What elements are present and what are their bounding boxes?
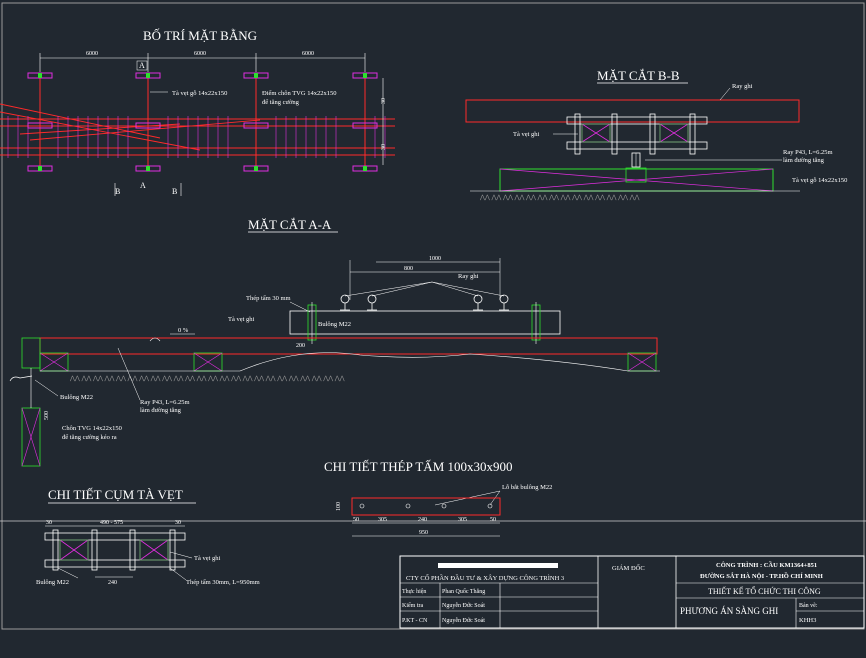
- cluster-label-bolt: Bulông M22: [36, 579, 69, 586]
- plan-marker-b-right: B: [172, 187, 177, 196]
- cluster-detail: CHI TIẾT CỤM TÀ VẸT 30 490 - 575 30 Tà v…: [36, 487, 260, 586]
- plate-dim-1: 50: [353, 517, 359, 523]
- tb-method: PHƯƠNG ÁN SÀNG GHI: [680, 606, 778, 616]
- plate-label-hole: Lỗ bắt bulông M22: [502, 484, 552, 491]
- plan-dim-2: 6000: [194, 51, 206, 57]
- aa-label-p43-1: Ray P43, L=6.25m: [140, 399, 190, 406]
- tb-project-2: ĐƯỜNG SẮT HÀ NỘI - TP.HỒ CHÍ MINH: [700, 572, 823, 580]
- aa-label-embed-2: để tăng cường kéo ra: [62, 434, 117, 441]
- plan-dim-1: 6000: [86, 51, 98, 57]
- bb-label-sleeper: Tà vẹt ghi: [513, 131, 540, 138]
- tb-company: CTY CỔ PHẦN ĐẦU TƯ & XÂY DỰNG CÔNG TRÌNH…: [406, 574, 564, 582]
- aa-dim-200: 200: [296, 343, 305, 349]
- tb-name-2: Nguyễn Đức Soát: [442, 602, 485, 609]
- plan-label-embed-1: Điểm chôn TVG 14x22x150: [262, 90, 336, 97]
- tb-design: THIẾT KẾ TỔ CHỨC THI CÔNG: [708, 586, 821, 596]
- section-bb: MẶT CẮT B-B Ray ghi Tà vẹt ghi ⋀⋀: [465, 68, 847, 201]
- plan-dim-3: 6000: [302, 51, 314, 57]
- plan-side-dim-2: 30: [381, 144, 387, 150]
- aa-label-bolt2: Bulông M22: [60, 394, 93, 401]
- bb-label-rail: Ray ghi: [732, 83, 753, 90]
- plate-dim-5: 50: [490, 517, 496, 523]
- tb-name-1: Phan Quốc Thắng: [442, 588, 485, 595]
- aa-label-slope: 0 %: [178, 327, 189, 334]
- aa-label-bolt: Bulông M22: [318, 321, 351, 328]
- tb-sheet-label: Bản vẽ:: [799, 603, 818, 609]
- section-aa: MẶT CẮT A-A 1000 800 Ray ghi Thép tấm 30…: [9, 217, 660, 467]
- plate-total: 950: [419, 530, 428, 536]
- title-block: CTY CỔ PHẦN ĐẦU TƯ & XÂY DỰNG CÔNG TRÌNH…: [399, 555, 865, 629]
- plan-label-sleeper: Tà vẹt gỗ 14x22x150: [172, 90, 227, 97]
- plate-height: 100: [336, 502, 342, 511]
- title-cluster-detail: CHI TIẾT CỤM TÀ VẸT: [48, 487, 183, 502]
- bb-label-tv: Tà vẹt gỗ 14x22x150: [792, 177, 847, 184]
- cluster-dim-1: 30: [46, 520, 52, 526]
- svg-text:⋀⋀ ⋀⋀ ⋀⋀ ⋀⋀ ⋀⋀ ⋀⋀ ⋀: ⋀⋀ ⋀⋀ ⋀⋀ ⋀⋀ ⋀⋀ ⋀⋀ ⋀⋀ ⋀⋀ ⋀⋀ ⋀⋀ ⋀⋀ ⋀⋀ ⋀⋀ ⋀…: [479, 194, 640, 201]
- aa-label-plate: Thép tấm 30 mm: [246, 295, 291, 302]
- plan-side-dim-1: 30: [381, 98, 387, 104]
- title-section-aa: MẶT CẮT A-A: [248, 217, 332, 232]
- cluster-label-plate: Thép tấm 30mm, L=950mm: [186, 579, 260, 586]
- cluster-dim-2: 490 - 575: [100, 520, 123, 526]
- title-plan: BỐ TRÍ MẶT BẰNG: [143, 28, 257, 43]
- title-section-bb: MẶT CẮT B-B: [597, 68, 680, 83]
- aa-dim-side: 500: [44, 411, 50, 420]
- logo-placeholder: [438, 563, 558, 568]
- plan-marker-a-bottom: A: [140, 181, 146, 190]
- svg-text:⋀⋀ ⋀⋀ ⋀⋀ ⋀⋀ ⋀⋀ ⋀⋀: ⋀⋀ ⋀⋀ ⋀⋀ ⋀⋀ ⋀⋀ ⋀⋀ ⋀⋀ ⋀⋀ ⋀⋀ ⋀⋀ ⋀⋀ ⋀⋀ ⋀⋀ ⋀…: [69, 375, 345, 382]
- cluster-dim-240: 240: [108, 580, 117, 586]
- cluster-dim-3: 30: [175, 520, 181, 526]
- tb-director: GIÁM ĐỐC: [612, 564, 645, 572]
- bb-label-p43-1: Ray P43, L=6.25m: [783, 149, 833, 156]
- tb-role-3: P.KT - CN: [402, 618, 428, 624]
- plan-view: BỐ TRÍ MẶT BẰNG 6000 6000 6000: [0, 28, 395, 196]
- plan-marker-b-left: B: [115, 187, 120, 196]
- plan-label-embed-2: để tăng cường: [262, 99, 300, 106]
- aa-label-p43-2: làm đường tăng: [140, 407, 182, 414]
- plate-dim-3: 240: [418, 517, 427, 523]
- tb-project-1: CÔNG TRÌNH : CẦU KM1364+851: [716, 561, 817, 569]
- bb-label-p43-2: làm đường tăng: [783, 157, 825, 164]
- aa-label-embed-1: Chôn TVG 14x22x150: [62, 425, 122, 432]
- tb-sheet-no: KHH3: [799, 617, 816, 624]
- tb-role-2: Kiểm tra: [402, 602, 423, 609]
- title-plate-detail: CHI TIẾT THÉP TẤM 100x30x900: [324, 459, 513, 474]
- plate-detail: CHI TIẾT THÉP TẤM 100x30x900 Lỗ bắt bulô…: [324, 459, 552, 537]
- aa-label-rail: Ray ghi: [458, 273, 479, 280]
- aa-dim-800: 800: [404, 266, 413, 272]
- sheet-border: [1, 2, 865, 630]
- tb-name-3: Nguyễn Đức Soát: [442, 617, 485, 624]
- cluster-label-sleeper: Tà vẹt ghi: [194, 555, 221, 562]
- aa-dim-1000: 1000: [429, 256, 441, 262]
- aa-label-sleeper: Tà vẹt ghi: [228, 316, 255, 323]
- tb-role-1: Thực hiện: [402, 589, 426, 595]
- plate-dim-4: 305: [458, 517, 467, 523]
- plan-marker-a-top: A: [139, 61, 145, 70]
- plate-dim-2: 305: [378, 517, 387, 523]
